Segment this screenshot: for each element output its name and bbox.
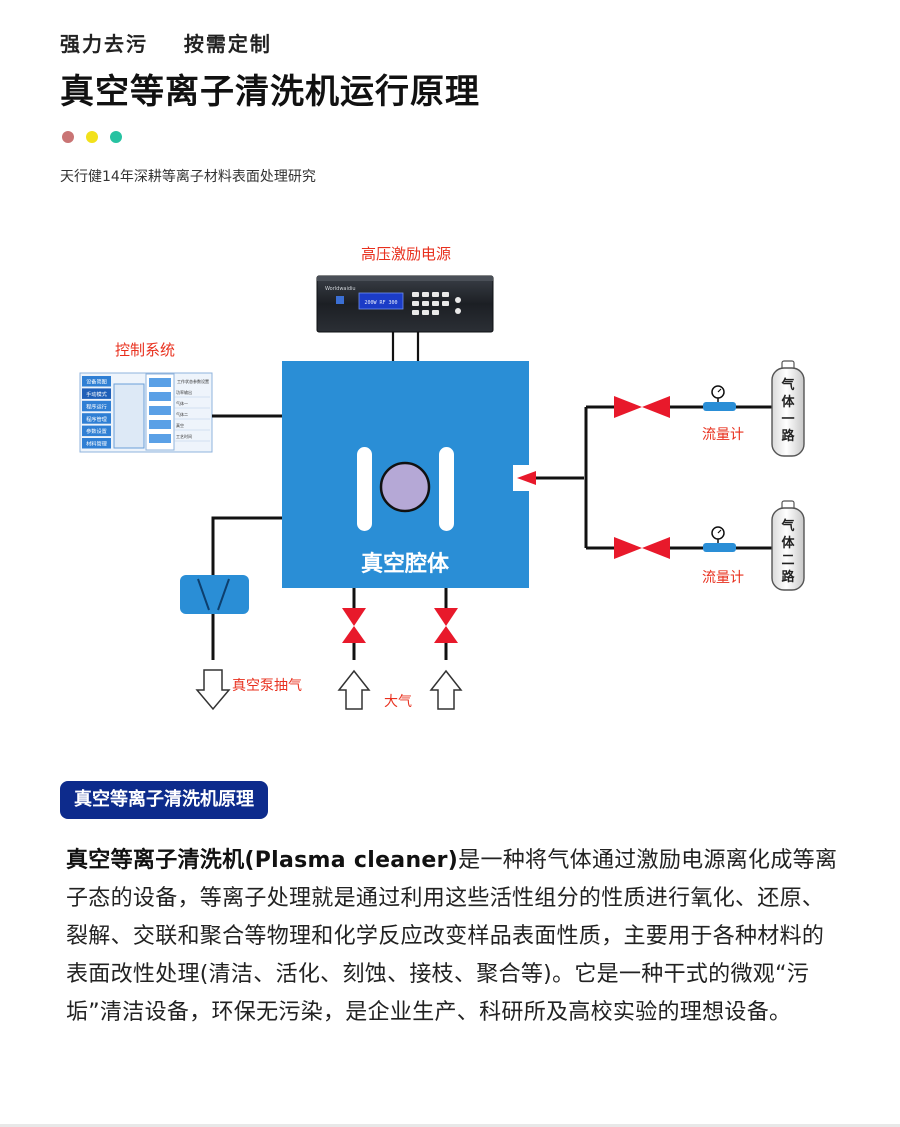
atmosphere-arrow-2 [429,669,463,710]
power-supply-label: 高压激励电源 [361,245,451,263]
pump-exhaust-arrow [195,669,231,711]
gas-manifold [536,405,773,550]
chamber-label: 真空腔体 [361,551,450,577]
control-system-panel: 设备简图手动模式程序运行程序管理参数设置材料管理 工作状态参数设置功率输出气体一… [79,372,213,453]
section-heading: 真空等离子清洗机原理 [60,781,268,819]
control-indicator [149,406,171,415]
control-menu-label: 程序运行 [86,402,107,410]
control-menu-item [82,400,111,412]
atmosphere-label: 大气 [384,694,412,710]
control-table-row-label: 气体二 [176,411,188,417]
principle-paragraph: 真空等离子清洗机(Plasma cleaner)是一种将气体通过激励电源离化成等… [66,842,846,1032]
sample-disc [379,461,431,513]
power-display: 200W RF 300 [364,300,397,306]
decor-dot-3 [110,131,122,143]
plasma-cleaner-diagram: 高压激励电源 Worldwaidiu 200W RF 300 真空腔体 [79,245,805,711]
decor-dot-1 [62,131,74,143]
control-menu-item [82,425,111,437]
control-menu-label: 程序管理 [86,415,108,423]
vent-valve-2 [434,608,458,643]
power-supply-unit: Worldwaidiu 200W RF 300 [316,275,494,333]
gas-1-char-3: 一 [781,412,794,427]
gas-1-char-2: 体 [781,394,795,410]
power-brand: Worldwaidiu [325,286,356,292]
vacuum-pump-line [211,516,282,660]
flowmeter-1 [703,385,736,411]
atmosphere-arrow-1 [337,669,371,710]
control-menu-item [82,388,111,399]
bottom-divider [0,1124,900,1127]
principle-body: 是一种将气体通过激励电源离化成等离子态的设备，等离子处理就是通过利用这些活性组分… [66,848,838,1025]
principle-lead: 真空等离子清洗机(Plasma cleaner) [66,848,459,873]
gas-2-char-1: 气 [781,518,794,534]
vent-valve-1 [342,608,366,643]
control-table-header: 工作状态 [177,378,193,384]
atmosphere-vent-lines [352,588,448,660]
control-menu-label: 参数设置 [86,427,107,435]
control-table-header: 参数设置 [193,378,209,384]
vacuum-pump-label: 真空泵抽气 [232,678,302,694]
control-system-label: 控制系统 [115,341,175,359]
vacuum-chamber: 真空腔体 [282,361,536,588]
flowmeter-2-label: 流量计 [702,570,744,586]
flowmeter-1-label: 流量计 [702,427,744,443]
gas-valve-1 [614,396,670,418]
gas-cylinder-1: 气 体 一 路 [771,360,805,457]
control-table-row-label: 功率输出 [176,389,192,395]
gas-1-char-1: 气 [781,377,794,393]
control-menu-item [82,376,111,387]
gas-2-char-3: 二 [781,553,794,568]
control-table-row-label: 真空 [176,422,184,428]
gas-valve-2 [614,537,670,559]
control-indicator [149,378,171,387]
flowmeter-2 [703,526,736,552]
gas-inlet-arrow [517,471,536,485]
gas-cylinder-2: 气 体 二 路 [771,500,805,591]
page-title: 真空等离子清洗机运行原理 [60,72,480,112]
control-menu-item [82,438,111,449]
decor-dot-2 [86,131,98,143]
control-table-row-label: 气体一 [176,400,188,406]
control-menu-item [82,413,111,424]
control-indicator [149,392,171,401]
gas-1-char-4: 路 [781,428,795,444]
control-menu-label: 手动模式 [86,390,108,398]
tagline: 天行健14年深耕等离子材料表面处理研究 [60,169,316,185]
gas-2-char-4: 路 [781,569,795,585]
control-menu-label: 材料管理 [86,440,108,448]
control-table-row-label: 工艺时间 [176,433,192,439]
vacuum-pump [180,575,249,614]
control-indicator [149,420,171,429]
slogan: 强力去污 按需定制 [60,32,272,56]
control-menu-label: 设备简图 [86,378,107,386]
control-indicator [149,434,171,443]
gas-2-char-2: 体 [781,535,795,551]
